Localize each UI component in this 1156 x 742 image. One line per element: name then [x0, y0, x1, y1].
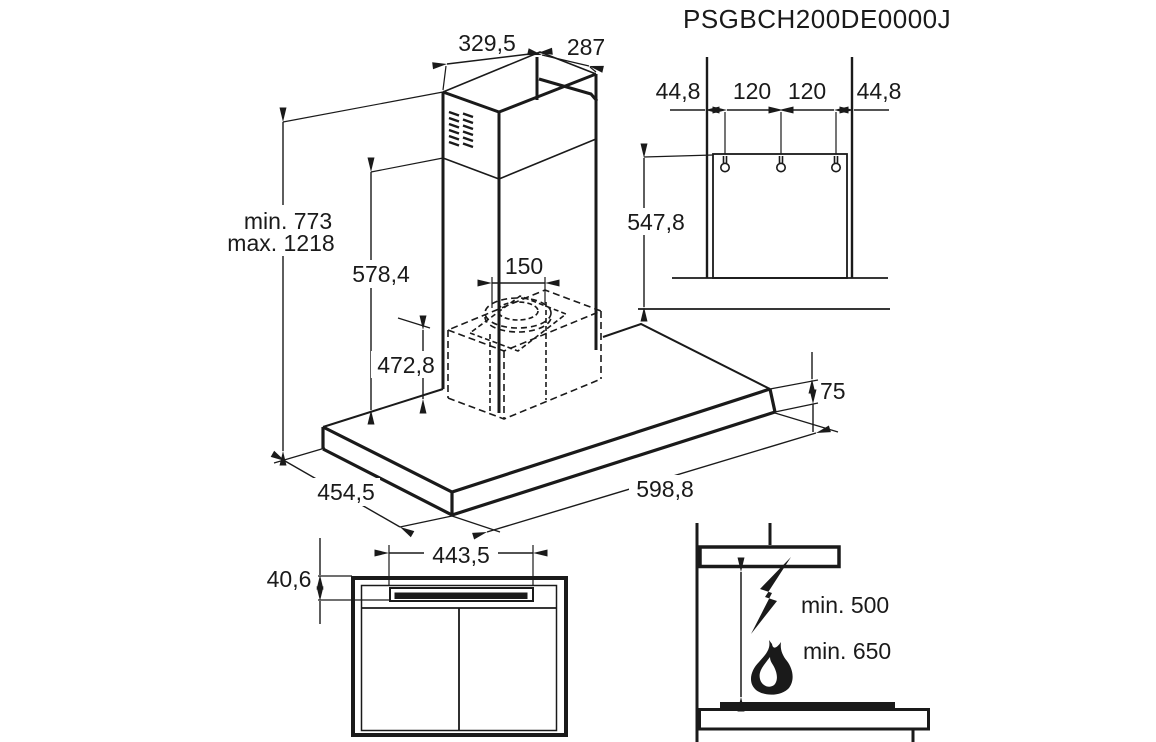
flame-icon [750, 640, 793, 695]
filter-panel-lines [361, 607, 557, 730]
keyhole-slots [719, 156, 841, 173]
dim-bracket-height: 547,8 [627, 209, 685, 235]
hood-side-profile [698, 545, 841, 569]
dim-cutout-offset: 40,6 [267, 566, 312, 592]
rear-canopy-lines [638, 277, 890, 310]
dim-top-width: 287 [567, 34, 605, 60]
lightning-icon [751, 557, 791, 634]
dim-body-thickness: 75 [820, 378, 846, 404]
dim-gas-clearance: min. 650 [803, 638, 891, 664]
dim-chimney-height: 578,4 [352, 261, 410, 287]
dim-offset-left: 44,8 [656, 78, 701, 104]
dim-body-depth: 454,5 [317, 479, 375, 505]
dim-top-depth: 329,5 [458, 30, 516, 56]
dim-body-width: 598,8 [636, 476, 694, 502]
isometric-view [270, 47, 839, 540]
chimney [441, 51, 599, 413]
vent-grille-icon [448, 110, 474, 149]
dim-height-max: max. 1218 [227, 230, 334, 256]
bottom-extension-lines [318, 545, 534, 601]
hob-strip [720, 702, 895, 708]
clearance-view [695, 523, 930, 742]
labels: PSGBCH200DE0000J 329,5 287 min. 773 max.… [227, 4, 951, 664]
dim-electric-clearance: min. 500 [801, 592, 889, 618]
motor-unit-dashed [445, 289, 604, 420]
hood-outline [351, 576, 568, 737]
iso-extension-lines [273, 65, 839, 533]
dim-duct-diameter: 150 [505, 253, 543, 279]
rear-extension-lines [643, 112, 837, 158]
dim-unit-height: 472,8 [377, 352, 435, 378]
dim-spacing-right: 120 [788, 78, 826, 104]
counter-profile [698, 708, 930, 731]
rear-chimney-lines [705, 57, 854, 278]
dim-offset-right: 44,8 [857, 78, 902, 104]
duct-outlet-icon [497, 301, 539, 321]
duct-collar-icon [484, 297, 552, 329]
dim-height-min: min. 773 [244, 208, 332, 234]
product-code: PSGBCH200DE0000J [683, 4, 951, 34]
rear-view [638, 57, 890, 322]
hood-inner-outline [360, 584, 558, 732]
dim-cutout-width: 443,5 [432, 542, 490, 568]
label-backgrounds [222, 205, 701, 568]
dim-spacing-left: 120 [733, 78, 771, 104]
cutout-slot [389, 587, 534, 602]
mounting-plate [712, 153, 848, 279]
cutout-slot-bar [394, 592, 528, 599]
